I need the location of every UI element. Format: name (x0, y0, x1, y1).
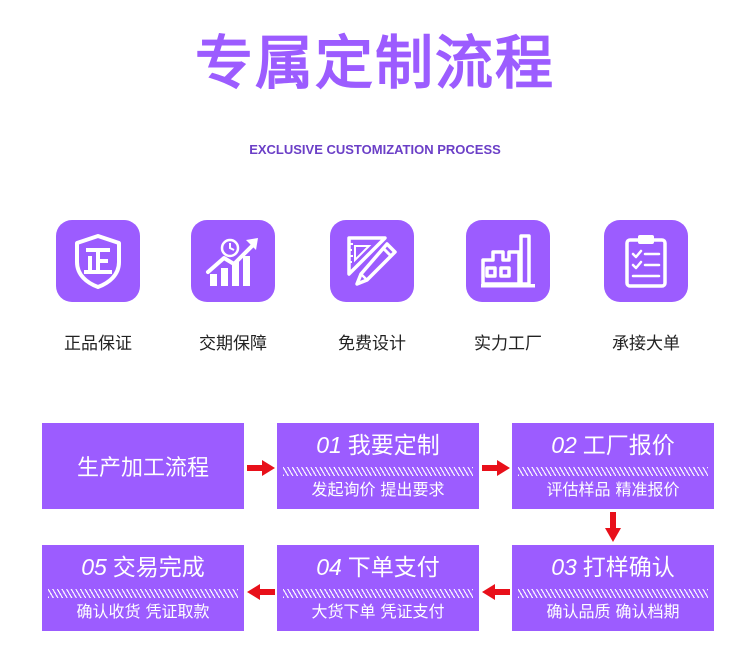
page-title: 专属定制流程 (194, 29, 555, 97)
divider (518, 589, 708, 598)
step-title: 我要定制 (347, 433, 440, 459)
step-number: 02 (551, 432, 577, 458)
step-number: 05 (81, 554, 107, 580)
feature-label: 免费设计 (338, 334, 406, 354)
feature-item-factory: 实力工厂 (448, 220, 568, 354)
process-title-box: 生产加工流程 (42, 423, 244, 509)
divider (283, 589, 473, 598)
shield-zheng-icon (56, 220, 140, 302)
feature-item-authentic: 正品保证 (38, 220, 158, 354)
process-title: 生产加工流程 (76, 456, 209, 481)
feature-item-design: 免费设计 (312, 220, 432, 354)
growth-chart-clock-icon (191, 220, 275, 302)
feature-label: 交期保障 (199, 334, 267, 354)
step-desc: 大货下单 凭证支付 (311, 602, 445, 621)
feature-label: 实力工厂 (474, 334, 542, 354)
factory-icon (466, 220, 550, 302)
step-title: 交易完成 (112, 555, 205, 581)
feature-item-bulk-orders: 承接大单 (586, 220, 706, 354)
feature-item-delivery: 交期保障 (173, 220, 293, 354)
arrow-left-icon (247, 584, 275, 600)
divider (48, 589, 238, 598)
page-subtitle: EXCLUSIVE CUSTOMIZATION PROCESS (249, 142, 501, 157)
clipboard-checklist-icon (604, 220, 688, 302)
step-title: 下单支付 (347, 555, 440, 581)
arrow-right-icon (247, 460, 275, 476)
step-number: 04 (316, 554, 342, 580)
step-title: 打样确认 (582, 555, 675, 581)
step-desc: 评估样品 精准报价 (546, 480, 680, 499)
step-number: 03 (551, 554, 577, 580)
feature-label: 承接大单 (612, 334, 680, 354)
step-desc: 发起询价 提出要求 (311, 480, 445, 499)
feature-label: 正品保证 (64, 334, 132, 354)
arrow-right-icon (482, 460, 510, 476)
arrow-left-icon (482, 584, 510, 600)
divider (518, 467, 708, 476)
step-desc: 确认收货 凭证取款 (76, 602, 210, 621)
step-desc: 确认品质 确认档期 (546, 602, 680, 621)
divider (283, 467, 473, 476)
pencil-ruler-icon (330, 220, 414, 302)
step-title: 工厂报价 (582, 433, 675, 459)
step-number: 01 (316, 432, 342, 458)
arrow-down-icon (605, 512, 621, 542)
